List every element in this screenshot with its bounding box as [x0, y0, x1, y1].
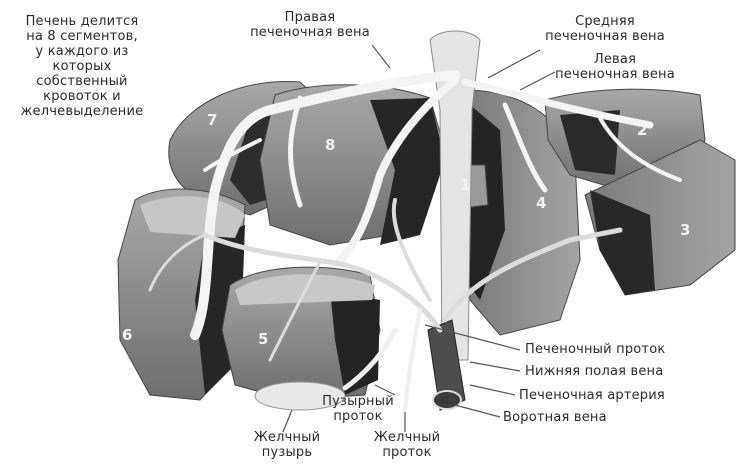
- intro-line-5: собственный: [2, 74, 162, 89]
- label-inferior-vena-cava: Нижняя полая вена: [525, 364, 663, 379]
- label-left-hepatic-vein: Левая печеночная вена: [535, 52, 695, 82]
- label-middle-hepatic-vein-line-2: печеночная вена: [520, 29, 690, 44]
- label-gallbladder-line-1: Желчный: [232, 430, 342, 445]
- segment-label-5: 5: [258, 330, 268, 348]
- label-gallbladder-line-2: пузырь: [232, 445, 342, 460]
- label-portal-vein: Воротная вена: [503, 410, 607, 425]
- label-hepatic-duct: Печеночный проток: [525, 342, 665, 357]
- label-left-hepatic-vein-line-2: печеночная вена: [535, 67, 695, 82]
- label-cystic-duct: Пузырный проток: [313, 394, 403, 424]
- segment-label-6: 6: [122, 326, 132, 344]
- intro-line-4: которых: [2, 59, 162, 74]
- intro-line-6: кровоток и: [2, 89, 162, 104]
- portal-vein-end: [433, 391, 461, 409]
- label-bile-duct-line-1: Желчный: [357, 430, 457, 445]
- label-bile-duct: Желчный проток: [357, 430, 457, 460]
- segment-label-8: 8: [325, 136, 335, 154]
- intro-text: Печень делится на 8 сегментов, у каждого…: [2, 14, 162, 119]
- intro-line-7: желчевыделение: [2, 104, 162, 119]
- label-middle-hepatic-vein-line-1: Средняя: [520, 14, 690, 29]
- label-cystic-duct-line-2: проток: [313, 409, 403, 424]
- segment-label-4: 4: [536, 194, 546, 212]
- label-right-hepatic-vein: Правая печеночная вена: [225, 10, 395, 40]
- segment-label-1: 1: [460, 176, 470, 194]
- label-gallbladder: Желчный пузырь: [232, 430, 342, 460]
- segment-label-2: 2: [637, 121, 647, 139]
- segment-label-7: 7: [207, 111, 217, 129]
- label-cystic-duct-line-1: Пузырный: [313, 394, 403, 409]
- label-bile-duct-line-2: проток: [357, 445, 457, 460]
- intro-line-3: у каждого из: [2, 44, 162, 59]
- label-right-hepatic-vein-line-1: Правая: [225, 10, 395, 25]
- intro-line-2: на 8 сегментов,: [2, 29, 162, 44]
- segment-label-3: 3: [680, 221, 690, 239]
- label-left-hepatic-vein-line-1: Левая: [535, 52, 695, 67]
- label-middle-hepatic-vein: Средняя печеночная вена: [520, 14, 690, 44]
- label-right-hepatic-vein-line-2: печеночная вена: [225, 25, 395, 40]
- intro-line-1: Печень делится: [2, 14, 162, 29]
- label-hepatic-artery: Печеночная артерия: [519, 388, 665, 403]
